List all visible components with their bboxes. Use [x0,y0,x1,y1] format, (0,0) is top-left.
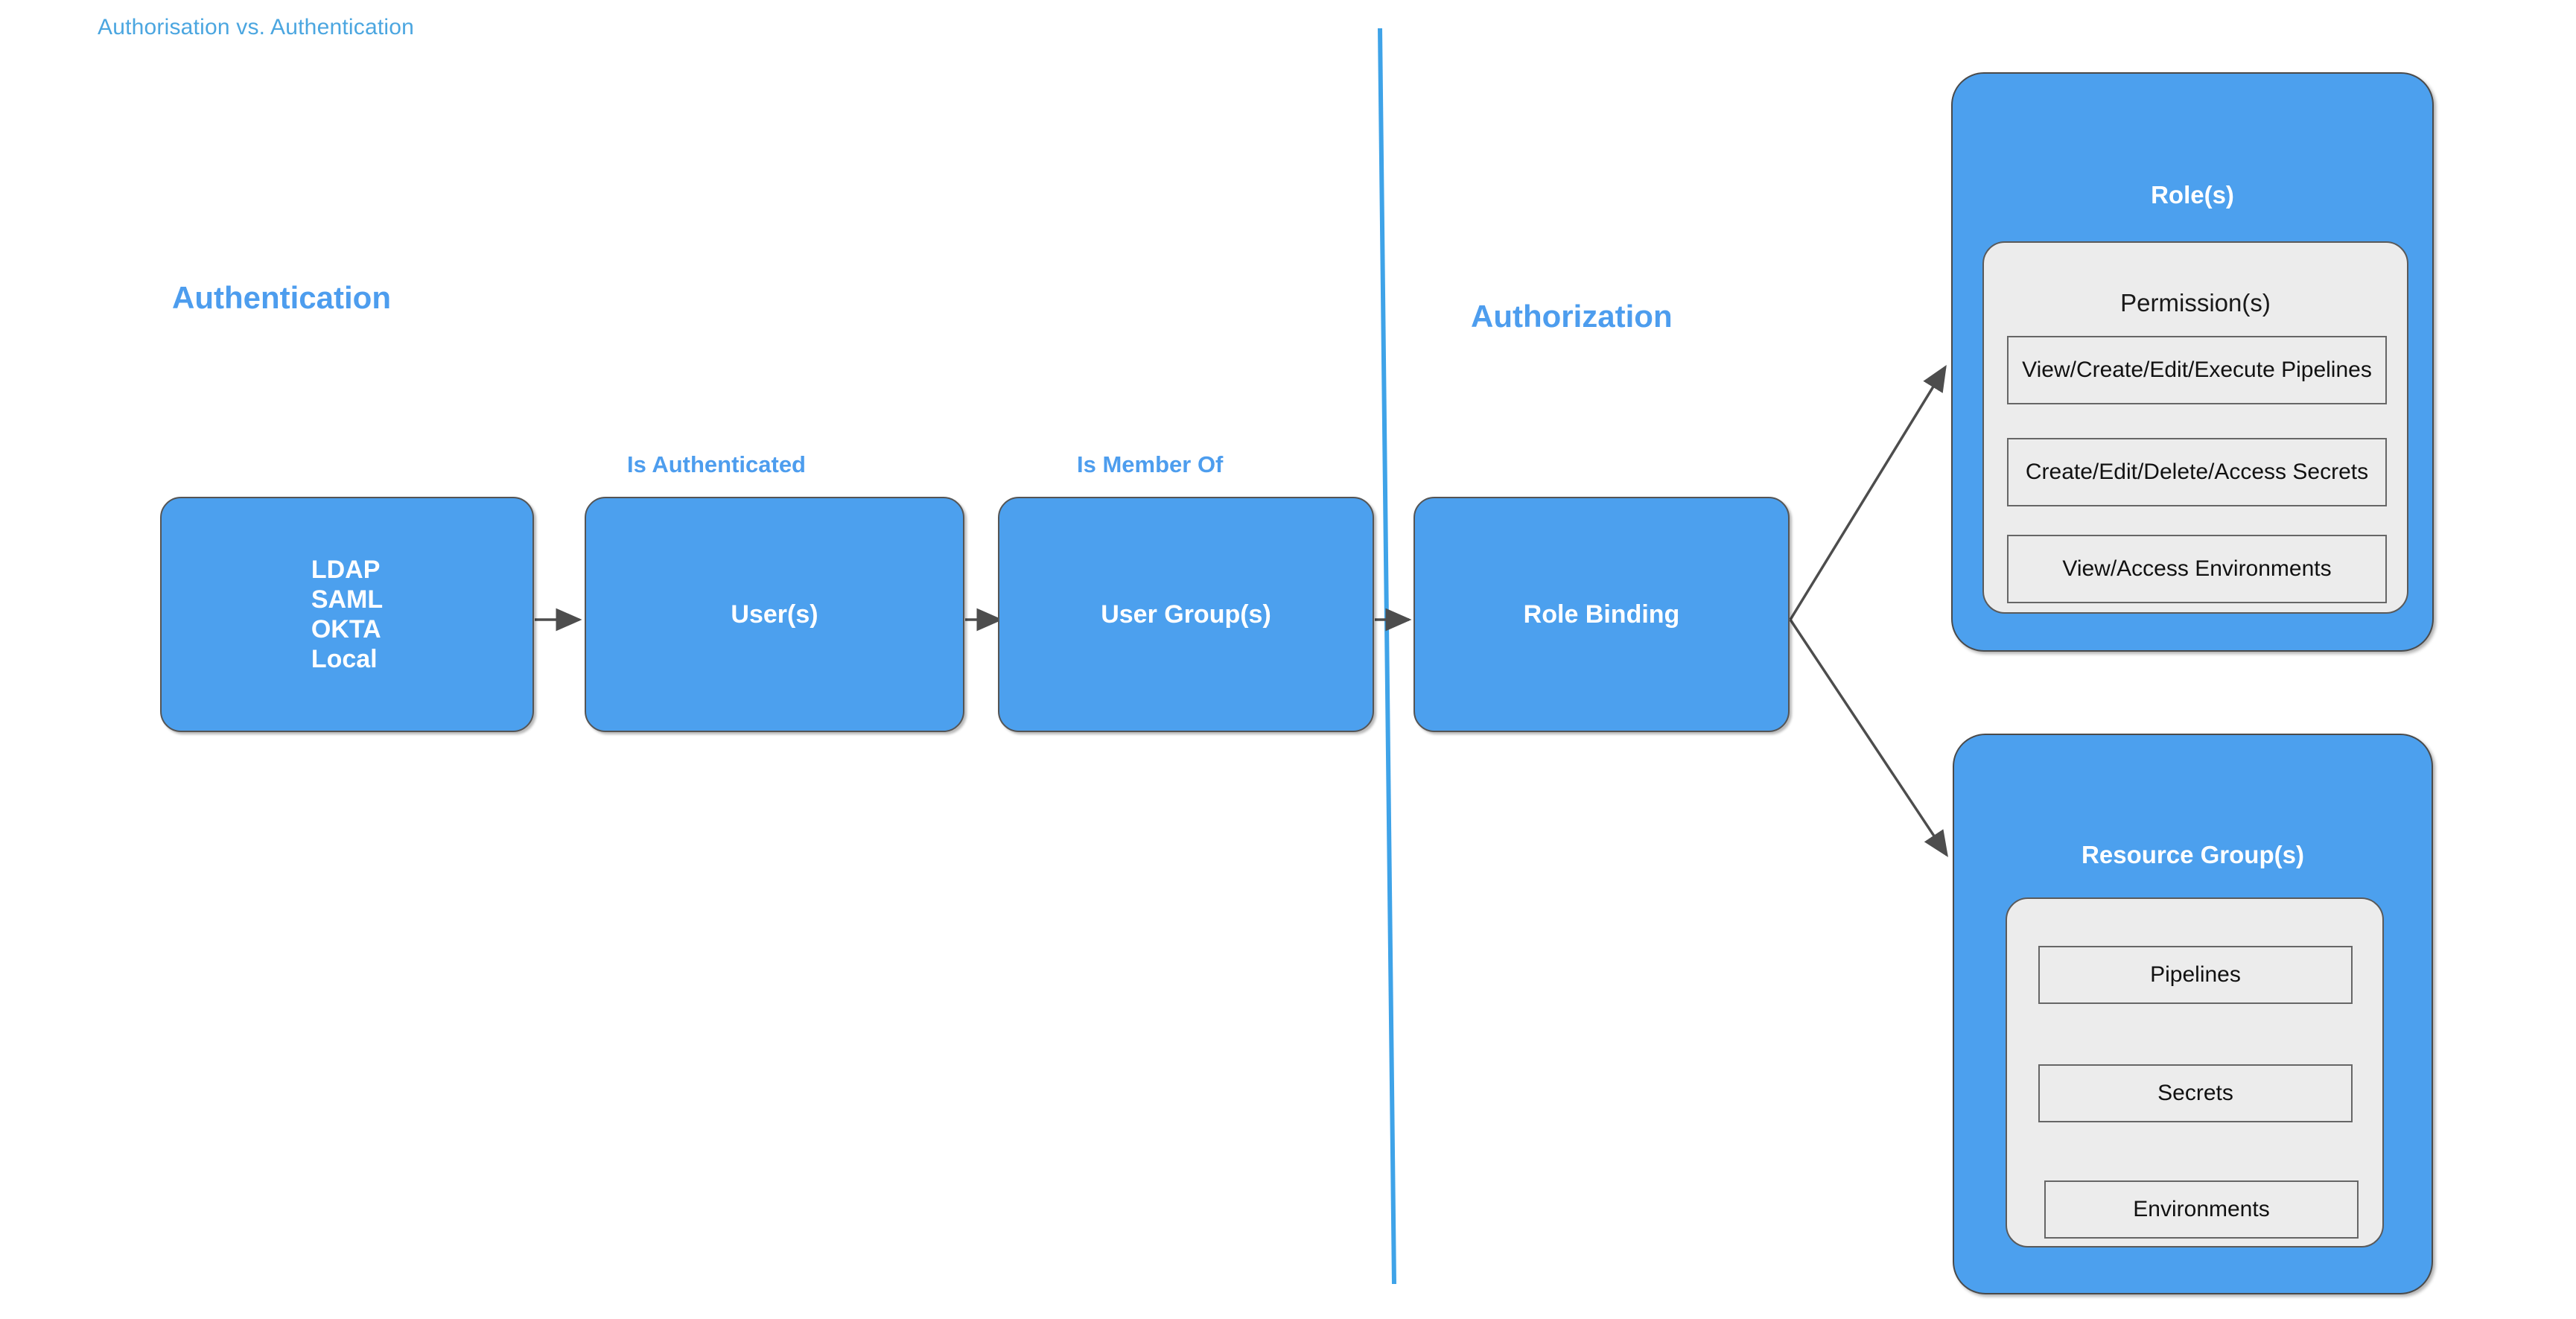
permission-item-environments-label: View/Access Environments [2062,556,2332,582]
identity-provider-list: LDAP SAML OKTA Local [311,555,383,674]
node-user-groups-label: User Group(s) [1101,600,1271,629]
provider-ldap: LDAP [311,555,381,584]
provider-saml: SAML [311,585,384,614]
section-label-authentication: Authentication [172,280,391,315]
node-role-binding[interactable]: Role Binding [1413,497,1790,732]
resource-item-pipelines-label: Pipelines [2150,962,2241,988]
panel-permissions-title: Permission(s) [2120,289,2271,317]
resource-item-secrets[interactable]: Secrets [2038,1064,2353,1122]
node-user-groups[interactable]: User Group(s) [998,497,1374,732]
resource-item-environments[interactable]: Environments [2044,1180,2359,1239]
permission-item-pipelines[interactable]: View/Create/Edit/Execute Pipelines [2007,336,2387,404]
node-users-label: User(s) [731,600,818,629]
permission-item-secrets[interactable]: Create/Edit/Delete/Access Secrets [2007,438,2387,506]
permission-item-environments[interactable]: View/Access Environments [2007,535,2387,603]
resource-item-environments-label: Environments [2133,1197,2270,1222]
permission-item-pipelines-label: View/Create/Edit/Execute Pipelines [2022,357,2372,383]
permission-item-secrets-label: Create/Edit/Delete/Access Secrets [2025,460,2369,485]
section-divider-line [1378,28,1396,1285]
arrow-rolebinding-to-roles [1789,365,1947,620]
node-users[interactable]: User(s) [585,497,964,732]
resource-item-pipelines[interactable]: Pipelines [2038,946,2353,1004]
node-identity-providers[interactable]: LDAP SAML OKTA Local [160,497,534,732]
node-role-binding-label: Role Binding [1523,600,1680,629]
group-roles[interactable]: Role(s) Permission(s) View/Create/Edit/E… [1951,72,2434,652]
arrow-rolebinding-to-resourcegroups [1789,619,1948,857]
group-resource-groups-title: Resource Group(s) [2082,841,2304,868]
panel-resources: Pipelines Secrets Environments [2006,897,2384,1248]
section-label-authorization: Authorization [1471,299,1673,334]
page-title: Authorisation vs. Authentication [98,15,414,39]
group-resource-groups[interactable]: Resource Group(s) Pipelines Secrets Envi… [1953,734,2433,1294]
group-roles-title: Role(s) [2151,181,2234,209]
provider-local: Local [311,645,378,674]
edge-label-is-member-of: Is Member Of [1077,451,1224,477]
edge-label-is-authenticated: Is Authenticated [627,451,806,477]
resource-item-secrets-label: Secrets [2157,1081,2233,1106]
panel-permissions: Permission(s) View/Create/Edit/Execute P… [1982,241,2408,614]
provider-okta: OKTA [311,615,381,643]
